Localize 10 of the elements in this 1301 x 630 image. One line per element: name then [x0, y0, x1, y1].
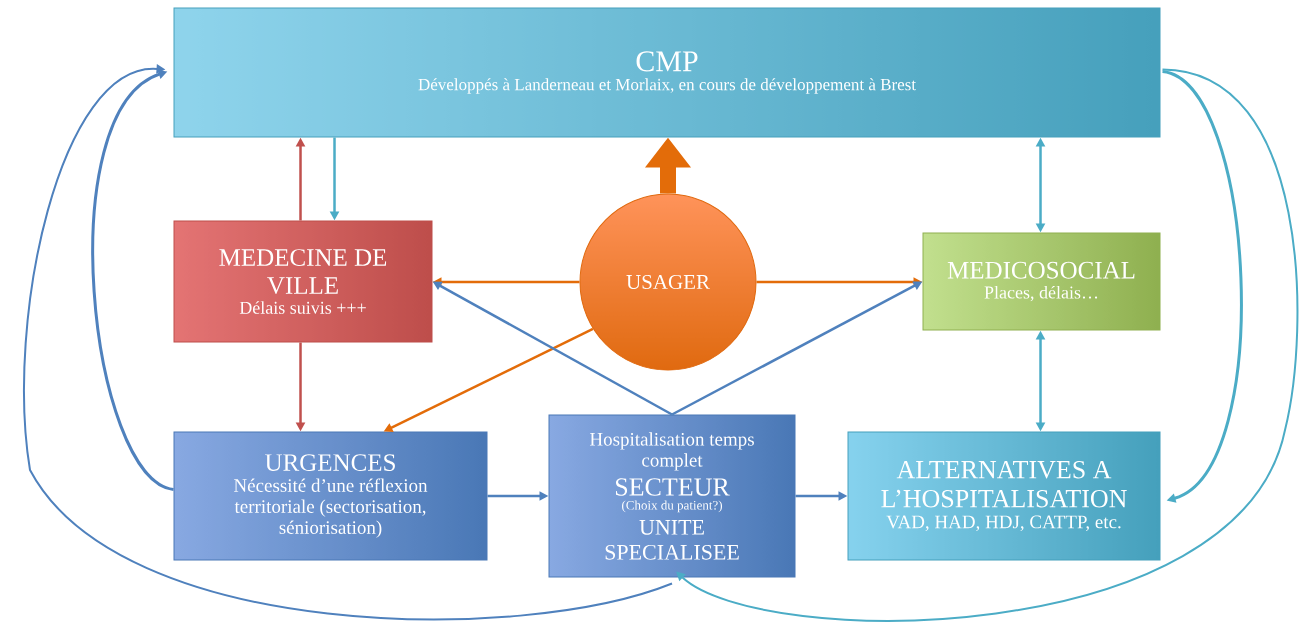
curved-arrow — [23, 64, 673, 621]
process-box: Hospitalisation temps complet SECTEUR (Choix du patient?) UNITE SPECIALISEE — [548, 414, 796, 578]
curved-arrow — [91, 69, 175, 491]
curved-arrow — [1161, 70, 1243, 503]
curved-arrow — [676, 68, 1299, 622]
process-box: ALTERNATIVES A L’HOSPITALISATION VAD, HAD, HDJ, CATTP, etc. — [847, 431, 1161, 561]
process-box: CMP Développés à Landerneau et Morlaix, en cours de développement à Brest — [173, 7, 1161, 138]
process-box: URGENCES Nécessité d’une réflexion territoriale (sectorisation, séniorisation) — [173, 431, 488, 561]
process-box: MEDECINE DE VILLE Délais suivis +++ — [173, 220, 433, 343]
process-box: MEDICOSOCIAL Places, délais… — [922, 232, 1161, 331]
